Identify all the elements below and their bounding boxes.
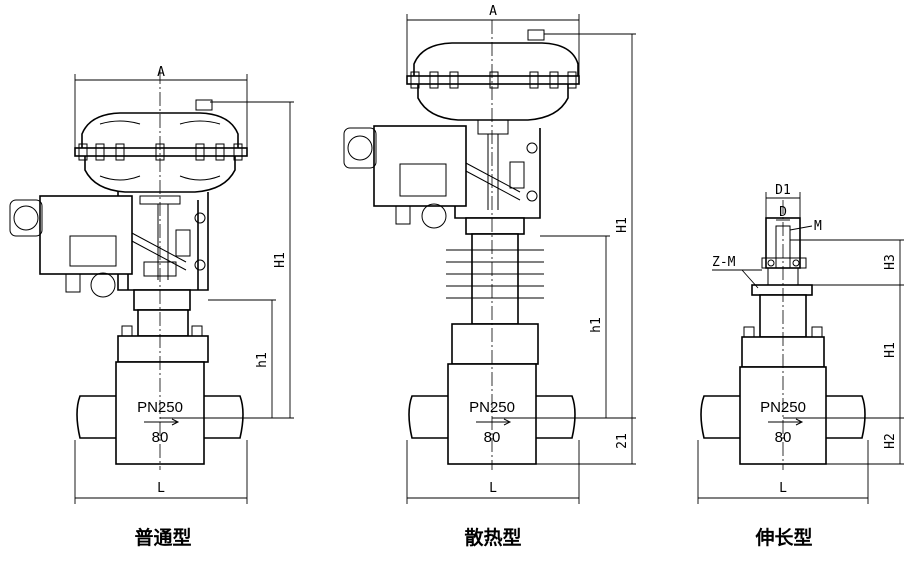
- dim-h1-lower-label: h1: [255, 352, 270, 368]
- dim-d-label: D: [779, 205, 787, 220]
- bonnet-flange: [117, 335, 209, 363]
- weld-end-right: [536, 395, 576, 439]
- weld-end-right: [204, 395, 244, 439]
- casing-ribs: [99, 120, 221, 181]
- dim-d1-label: D1: [775, 183, 791, 198]
- positioner: [39, 195, 133, 275]
- dim-h1-label: H1: [615, 217, 630, 233]
- body-size-label: 80: [152, 429, 169, 446]
- body-size-label: 80: [484, 429, 501, 446]
- bonnet-flange: [451, 323, 539, 365]
- cooling-fins: [446, 249, 544, 299]
- dim-a-label: A: [157, 65, 165, 80]
- flange-bolts: [410, 71, 577, 89]
- extension-bonnet: [471, 233, 519, 325]
- mounting-flange: [751, 284, 813, 296]
- dim-h1-label: H1: [883, 342, 898, 358]
- dim-bottom-label: 21: [615, 433, 630, 449]
- flow-arrow-icon: [768, 418, 804, 426]
- stroke-scale: [175, 229, 191, 257]
- weld-end-left: [700, 395, 740, 439]
- positioner: [373, 125, 467, 207]
- flow-arrow-icon: [476, 418, 512, 426]
- flow-arrow-icon: [144, 418, 180, 426]
- air-connector-icon: [527, 29, 545, 41]
- dim-h1-lower-label: h1: [589, 317, 604, 333]
- stroke-scale: [509, 161, 525, 189]
- caption-extended: 伸长型: [754, 526, 812, 549]
- actuator-upper-casing: [413, 42, 579, 78]
- dim-l-label: L: [157, 481, 165, 496]
- weld-end-left: [408, 395, 448, 439]
- valve-extended: PN250 80 D1 D M Z-M H3 H1 H2 L 伸长型: [697, 183, 904, 549]
- gauge-icon: [90, 272, 116, 298]
- bonnet: [137, 309, 189, 337]
- dim-h3-label: H3: [883, 254, 898, 270]
- stem-linkage: [129, 204, 187, 280]
- dim-m-leader: [789, 225, 813, 231]
- air-connector-icon: [195, 99, 213, 111]
- dim-m-label: M: [814, 219, 822, 234]
- dim-h1-label: H1: [273, 252, 288, 268]
- valve-standard: PN250 80 A L H1 h1 普通型: [9, 65, 294, 549]
- caption-heat-dissipating: 散热型: [464, 526, 521, 549]
- gauge-block: [9, 199, 43, 237]
- weld-end-right: [826, 395, 866, 439]
- actuator-flange: [406, 75, 580, 85]
- gauge-block: [343, 127, 377, 169]
- actuator-lower-casing: [417, 84, 569, 121]
- valve-heat-dissipating: PN250 80 A L H1 h1 21 散热型: [343, 4, 636, 549]
- dim-zm-label: Z-M: [712, 255, 736, 270]
- packing-flange: [133, 289, 191, 311]
- stem-linkage: [463, 134, 521, 210]
- gauge-icon: [421, 203, 447, 229]
- weld-end-left: [76, 395, 116, 439]
- packing-flange: [465, 217, 525, 235]
- dim-l-label: L: [489, 481, 497, 496]
- dim-a-label: A: [489, 4, 497, 19]
- actuator-flange: [74, 147, 248, 157]
- dim-l-label: L: [779, 481, 787, 496]
- dim-h2-label: H2: [883, 433, 898, 449]
- actuator-upper-casing: [81, 112, 239, 152]
- caption-standard: 普通型: [134, 526, 191, 549]
